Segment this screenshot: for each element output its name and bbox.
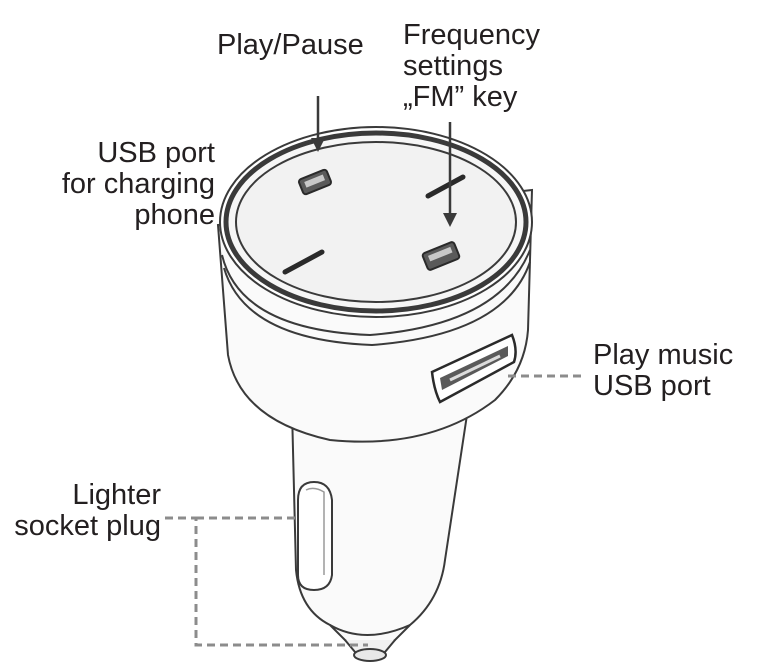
top-ring	[219, 126, 533, 318]
label-play-pause: Play/Pause	[217, 29, 364, 61]
play-music-usb-port	[430, 333, 517, 404]
usb-port-bottom	[421, 241, 461, 271]
label-play-music-usb-port: Play music USB port	[593, 339, 734, 402]
side-contact	[297, 480, 333, 592]
usb-charging-port	[298, 168, 332, 196]
lighter-plug	[290, 393, 472, 662]
label-usb-charging-port: USB port for charging phone	[61, 137, 215, 231]
leader-arrows	[311, 96, 457, 227]
label-frequency-settings: Frequency settings „FM” key	[403, 19, 541, 113]
label-lighter-socket-plug: Lighter socket plug	[14, 479, 161, 542]
dashed-leaders	[165, 374, 585, 647]
top-face-buttons	[282, 168, 466, 275]
